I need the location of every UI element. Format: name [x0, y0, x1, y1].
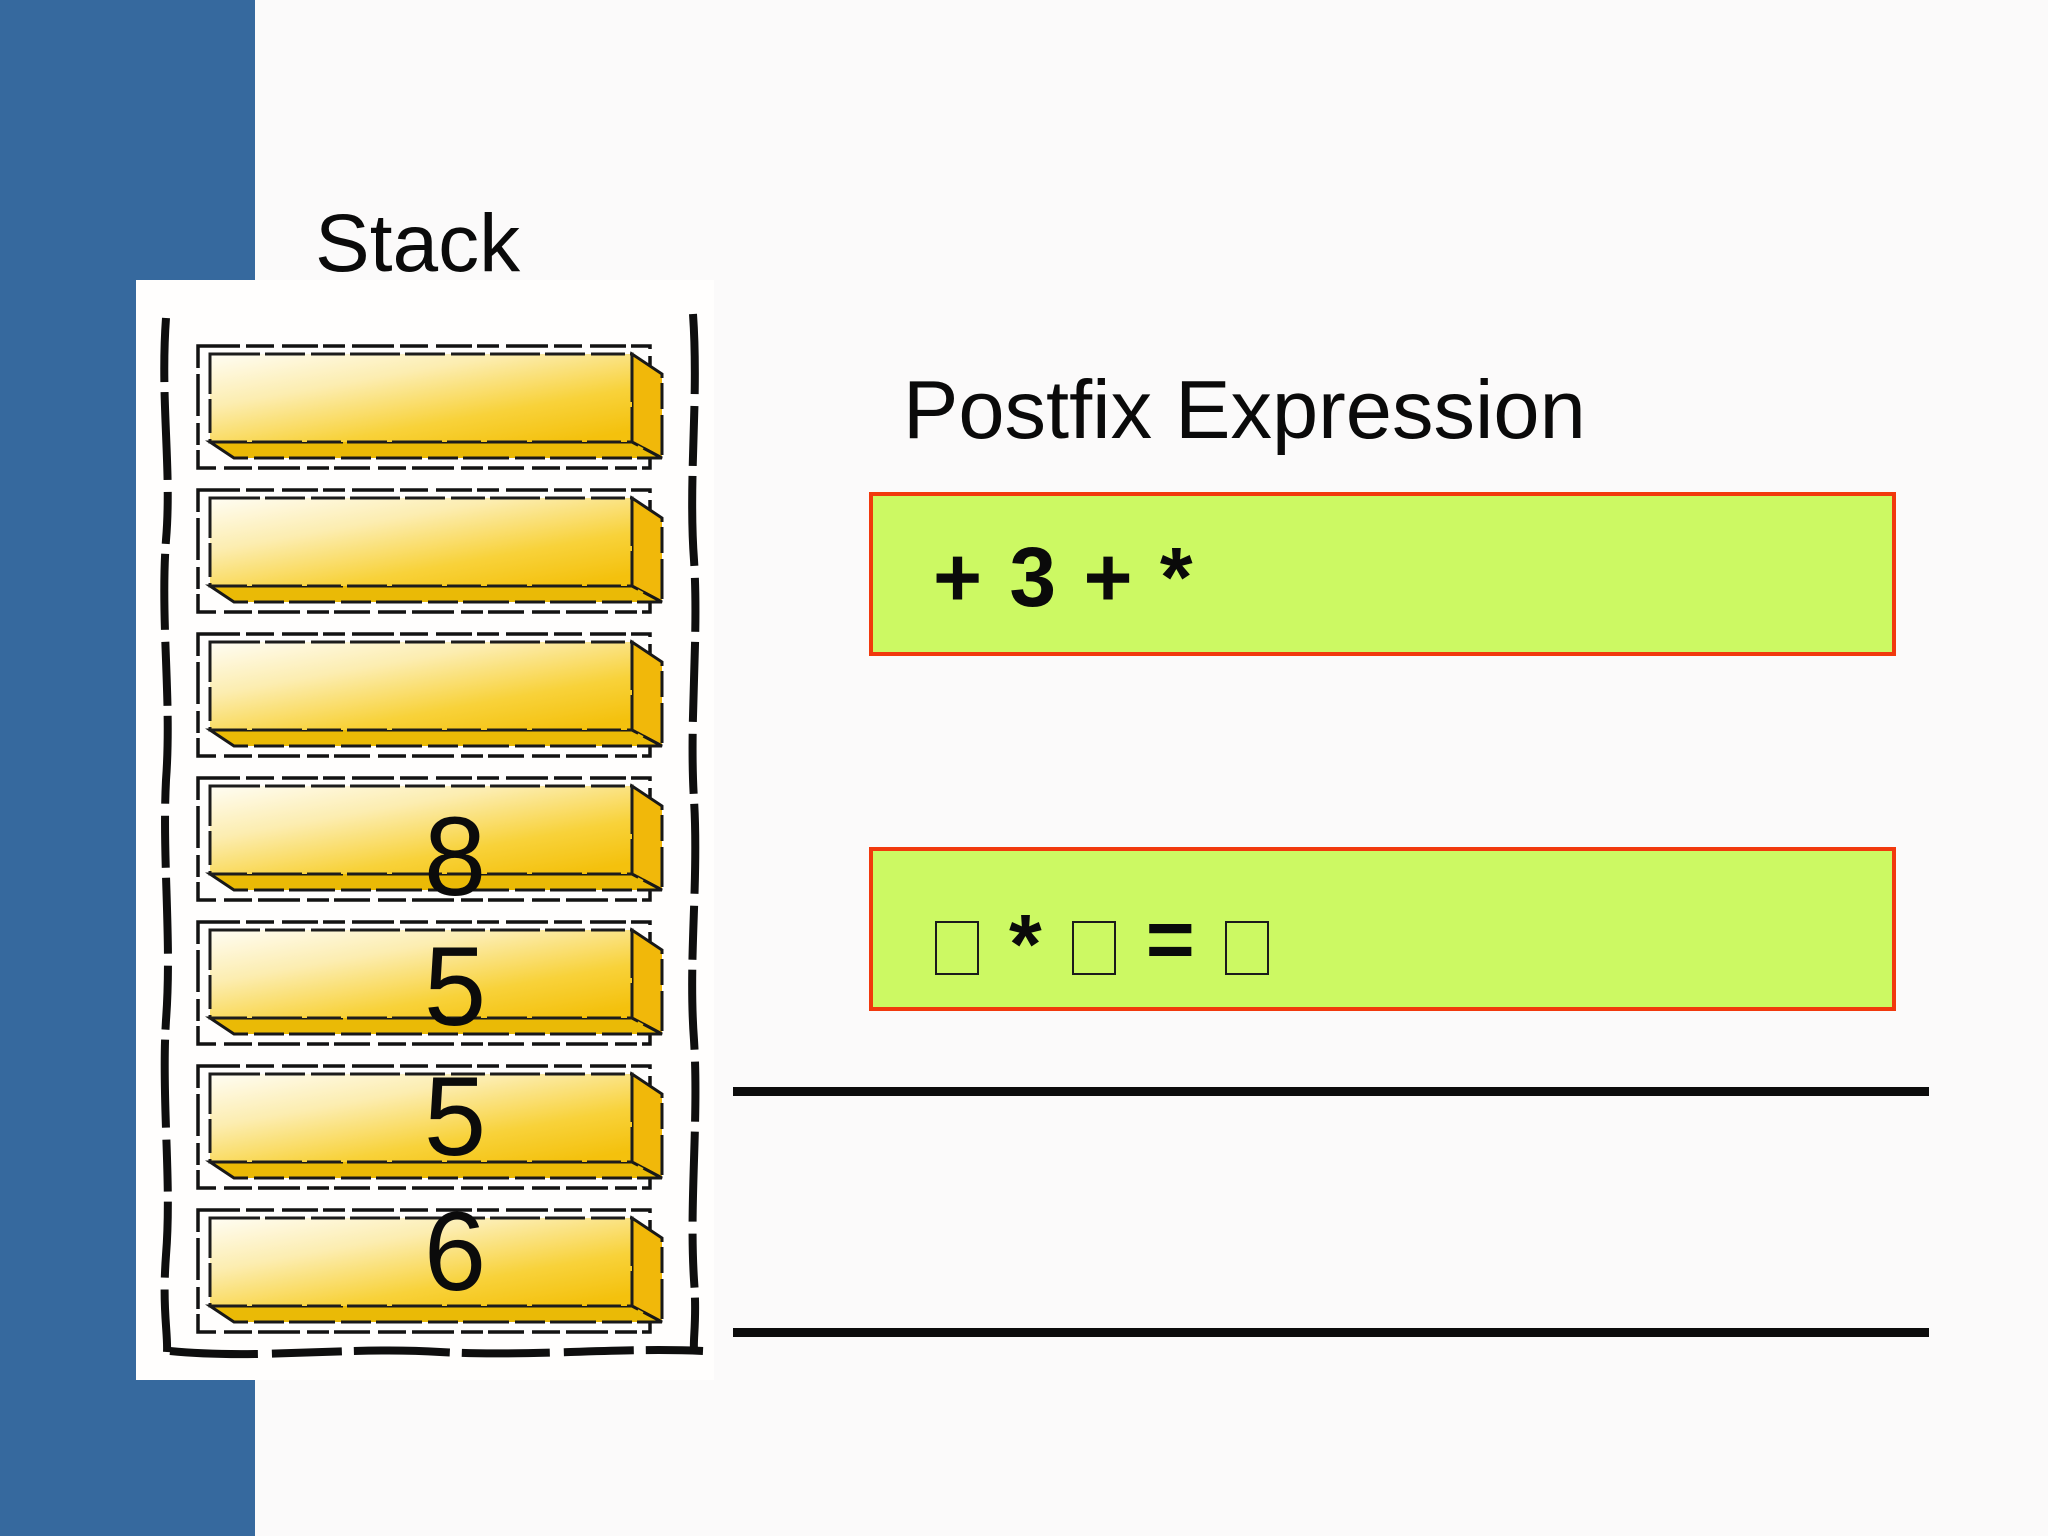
stack-slot	[196, 914, 671, 1048]
stack-slot-drawing	[196, 920, 664, 1046]
placeholder-box	[1071, 921, 1116, 975]
stack-slot	[196, 338, 671, 472]
stack-slot-drawing	[196, 1208, 664, 1334]
stack-slot-value: 6	[423, 1189, 487, 1314]
horizontal-rule-1	[733, 1087, 1929, 1096]
stack-slot-drawing	[196, 1064, 664, 1190]
postfix-title: Postfix Expression	[903, 363, 1586, 456]
stack-slot-drawing	[196, 344, 664, 470]
stack-slot	[196, 1202, 671, 1336]
stack-slot-drawing	[196, 776, 664, 902]
placeholder-box	[1224, 921, 1269, 975]
equation-box: * =	[869, 847, 1896, 1011]
stack-slot	[196, 1058, 671, 1192]
stack-slot	[196, 482, 671, 616]
postfix-expression-box: + 3 + *	[869, 492, 1896, 656]
stack-slot-drawing	[196, 632, 664, 758]
equals-sign: =	[1145, 892, 1195, 986]
stack-slot	[196, 626, 671, 760]
postfix-expression-text: + 3 + *	[933, 529, 1195, 624]
stack-slot-value: 8	[423, 794, 487, 919]
horizontal-rule-2	[733, 1328, 1929, 1337]
multiply-operator: *	[1009, 897, 1042, 991]
stack-slot-value: 5	[423, 924, 487, 1049]
placeholder-box	[935, 921, 979, 975]
stack-heading: Stack	[315, 198, 521, 289]
stack-slot-drawing	[196, 488, 664, 614]
stack-slot-value: 5	[423, 1054, 487, 1179]
stack-slot	[196, 770, 671, 904]
